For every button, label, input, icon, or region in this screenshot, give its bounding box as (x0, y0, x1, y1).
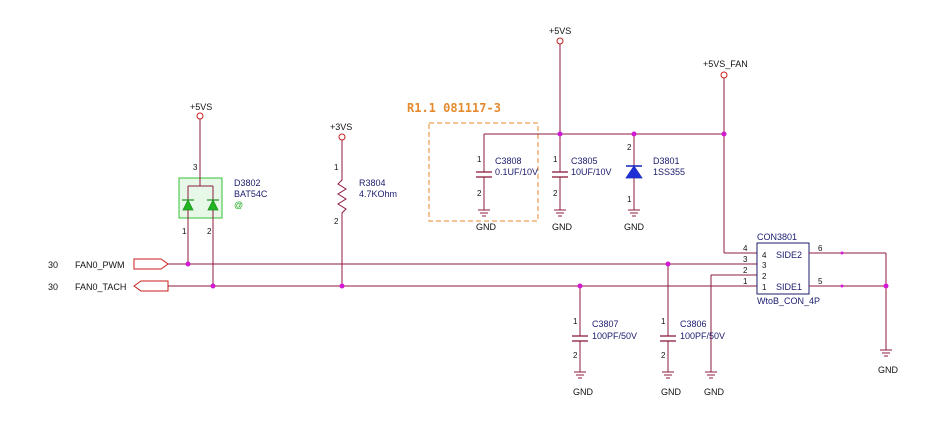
gnd-c3808: GND (476, 209, 497, 232)
junctions (185, 131, 889, 289)
power-5vs-top: +5VS (549, 26, 571, 134)
svg-text:D3802: D3802 (234, 178, 261, 188)
svg-text:100PF/50V: 100PF/50V (680, 331, 725, 341)
capacitor-c3806: 1 2 C3806 100PF/50V (660, 264, 725, 372)
svg-text:1: 1 (334, 163, 339, 172)
svg-text:+5VS: +5VS (549, 26, 571, 36)
gnd-c3806: GND (661, 371, 682, 397)
diode-d3802: 3 1 2 D3802 BAT54C @ (178, 148, 268, 286)
svg-text:C3806: C3806 (680, 319, 707, 329)
svg-text:GND: GND (476, 222, 497, 232)
svg-text:2: 2 (627, 143, 632, 152)
capacitor-c3805: 1 2 C3805 10UF/10V (552, 134, 612, 210)
svg-text:1: 1 (627, 195, 632, 204)
svg-text:+5VS_FAN: +5VS_FAN (703, 59, 748, 69)
svg-text:D3801: D3801 (653, 156, 680, 166)
svg-text:FAN0_TACH: FAN0_TACH (75, 282, 126, 292)
svg-text:4.7KOhm: 4.7KOhm (359, 189, 397, 199)
svg-text:WtoB_CON_4P: WtoB_CON_4P (757, 296, 820, 306)
svg-text:0.1UF/10V: 0.1UF/10V (495, 167, 538, 177)
svg-text:2: 2 (553, 189, 558, 198)
power-3vs: +3VS (330, 122, 352, 175)
port-fan-tach: 30 FAN0_TACH (48, 280, 169, 292)
svg-text:2: 2 (762, 272, 767, 281)
svg-text:R3804: R3804 (359, 178, 386, 188)
svg-text:3: 3 (193, 163, 198, 172)
svg-text:5: 5 (818, 277, 823, 286)
svg-text:3: 3 (743, 255, 748, 264)
svg-text:CON3801: CON3801 (757, 232, 797, 242)
connector-con3801: CON3801 WtoB_CON_4P 4 3 2 1 4 3 2 1 SIDE… (743, 232, 887, 350)
svg-text:C3805: C3805 (571, 156, 598, 166)
svg-text:30: 30 (48, 282, 58, 292)
svg-text:4: 4 (762, 251, 767, 260)
svg-text:2: 2 (661, 351, 666, 360)
svg-text:3: 3 (762, 261, 767, 270)
svg-text:1: 1 (477, 155, 482, 164)
port-fan-pwm: 30 FAN0_PWM (48, 258, 169, 270)
svg-text:10UF/10V: 10UF/10V (571, 167, 612, 177)
svg-text:1: 1 (182, 227, 187, 236)
gnd-con-pin2: GND (704, 371, 725, 397)
svg-text:@: @ (234, 200, 243, 210)
revision-note: R1.1 081117-3 (407, 101, 501, 115)
svg-text:1: 1 (573, 317, 578, 326)
svg-text:1: 1 (553, 155, 558, 164)
svg-text:GND: GND (704, 387, 725, 397)
svg-text:2: 2 (477, 189, 482, 198)
svg-text:2: 2 (207, 227, 212, 236)
svg-text:+5VS: +5VS (190, 102, 212, 112)
svg-text:2: 2 (743, 266, 748, 275)
svg-text:4: 4 (743, 244, 748, 253)
gnd-d3801: GND (624, 209, 645, 232)
svg-text:100PF/50V: 100PF/50V (592, 331, 637, 341)
svg-text:GND: GND (661, 387, 682, 397)
svg-text:SIDE1: SIDE1 (776, 282, 802, 292)
svg-text:+3VS: +3VS (330, 122, 352, 132)
svg-text:1: 1 (743, 277, 748, 286)
svg-text:GND: GND (624, 222, 645, 232)
svg-text:1SS355: 1SS355 (653, 167, 685, 177)
capacitor-c3808: 1 2 C3808 0.1UF/10V (476, 134, 538, 210)
diode-d3801: 2 1 D3801 1SS355 (625, 134, 685, 210)
svg-text:SIDE2: SIDE2 (776, 250, 802, 260)
gnd-c3805: GND (552, 209, 573, 232)
svg-text:2: 2 (573, 351, 578, 360)
capacitor-c3807: 1 2 C3807 100PF/50V (572, 286, 637, 372)
svg-text:C3807: C3807 (592, 319, 619, 329)
svg-text:FAN0_PWM: FAN0_PWM (75, 260, 125, 270)
svg-text:C3808: C3808 (495, 156, 522, 166)
svg-text:1: 1 (661, 317, 666, 326)
svg-text:2: 2 (334, 217, 339, 226)
svg-text:6: 6 (818, 244, 823, 253)
power-5vs-left: +5VS (190, 102, 212, 148)
svg-text:30: 30 (48, 260, 58, 270)
svg-text:BAT54C: BAT54C (234, 189, 268, 199)
revision-box (428, 122, 539, 222)
svg-text:GND: GND (552, 222, 573, 232)
svg-text:1: 1 (762, 283, 767, 292)
gnd-c3807: GND (573, 371, 594, 397)
svg-text:GND: GND (878, 365, 899, 375)
resistor-r3804: 1 2 R3804 4.7KOhm (334, 163, 397, 286)
svg-text:GND: GND (573, 387, 594, 397)
power-5vs-fan: +5VS_FAN (703, 59, 748, 134)
gnd-con-shield: GND (878, 349, 899, 375)
